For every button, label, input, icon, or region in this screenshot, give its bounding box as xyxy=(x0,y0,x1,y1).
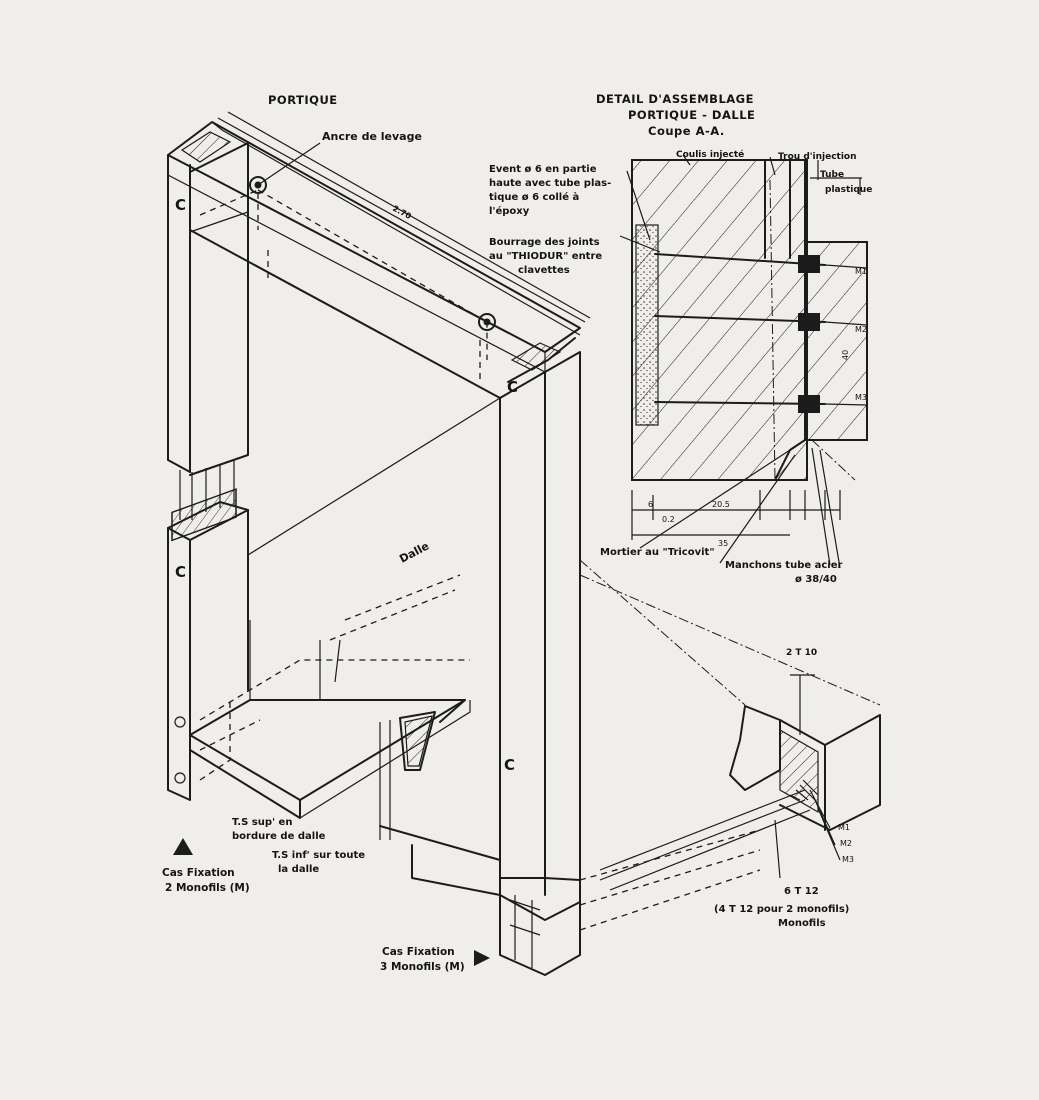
label-trou: Trou d'injection xyxy=(778,152,857,162)
title-portique: PORTIQUE xyxy=(268,93,338,107)
c-mark-4: C xyxy=(504,756,515,774)
label-ts-inf-2: la dalle xyxy=(278,864,319,875)
label-tube-2: plastique xyxy=(825,185,872,195)
label-m2-detail: M2 xyxy=(855,325,867,334)
label-m1-beam: M1 xyxy=(838,823,850,832)
label-m1-detail: M1 xyxy=(855,267,867,276)
label-cas3-2: 3 Monofils (M) xyxy=(380,961,465,973)
label-bourrage-2: au "THIODUR" entre xyxy=(489,251,602,262)
label-t12-1: 6 T 12 xyxy=(784,886,819,897)
dim-40: 40 xyxy=(841,350,850,360)
label-event-4: l'époxy xyxy=(489,205,530,217)
label-m3-detail: M3 xyxy=(855,393,867,402)
dim-35: 35 xyxy=(718,539,728,548)
dim-02: 0.2 xyxy=(662,515,675,524)
bolt-m1 xyxy=(654,253,868,273)
label-cas2-2: 2 Monofils (M) xyxy=(165,882,250,894)
label-ts-inf-1: T.S inf' sur toute xyxy=(272,850,365,861)
label-event-2: haute avec tube plas- xyxy=(489,178,611,189)
label-event-1: Event ø 6 en partie xyxy=(489,164,597,175)
label-mortier: Mortier au "Tricovit" xyxy=(600,547,715,558)
lifting-anchor-right xyxy=(478,313,496,331)
cas3-triangle xyxy=(474,950,490,966)
label-bourrage-3: clavettes xyxy=(518,265,570,276)
title-detail-3: Coupe A-A. xyxy=(648,124,725,138)
label-t12-3: Monofils xyxy=(778,918,826,929)
c-mark-1: C xyxy=(175,196,186,214)
dim-270: 2.70 xyxy=(391,204,413,221)
label-m2-beam: M2 xyxy=(840,839,852,848)
c-mark-2: C xyxy=(175,563,186,581)
label-t10: 2 T 10 xyxy=(786,648,817,658)
bolt-m2 xyxy=(654,313,868,331)
label-ts-sup-1: T.S sup' en xyxy=(232,817,292,828)
label-cas3-1: Cas Fixation xyxy=(382,946,455,958)
label-coulis: Coulis injecté xyxy=(676,149,744,160)
portique-frame xyxy=(167,111,761,976)
label-cas2-1: Cas Fixation xyxy=(162,867,235,879)
label-m3-beam: M3 xyxy=(842,855,854,864)
title-detail-1: DETAIL D'ASSEMBLAGE xyxy=(596,92,754,106)
bolt-m3 xyxy=(654,395,868,413)
label-manchons-2: ø 38/40 xyxy=(795,574,837,585)
dim-205: 20.5 xyxy=(712,500,730,509)
label-dalle: Dalle xyxy=(397,539,431,565)
label-t12-2: (4 T 12 pour 2 monofils) xyxy=(714,904,849,915)
label-bourrage-1: Bourrage des joints xyxy=(489,237,600,248)
beam-detail xyxy=(579,559,881,891)
cas2-triangle xyxy=(173,838,193,855)
dim-6: 6 xyxy=(648,500,653,509)
label-manchons-1: Manchons tube acier xyxy=(725,560,842,571)
label-ancre: Ancre de levage xyxy=(322,130,422,143)
title-detail-2: PORTIQUE - DALLE xyxy=(628,108,755,122)
label-tube-1: Tube xyxy=(820,170,844,180)
label-event-3: tique ø 6 collé à xyxy=(489,191,579,203)
section-detail xyxy=(619,154,868,569)
label-ts-sup-2: bordure de dalle xyxy=(232,831,326,842)
c-mark-3: C xyxy=(507,378,518,396)
